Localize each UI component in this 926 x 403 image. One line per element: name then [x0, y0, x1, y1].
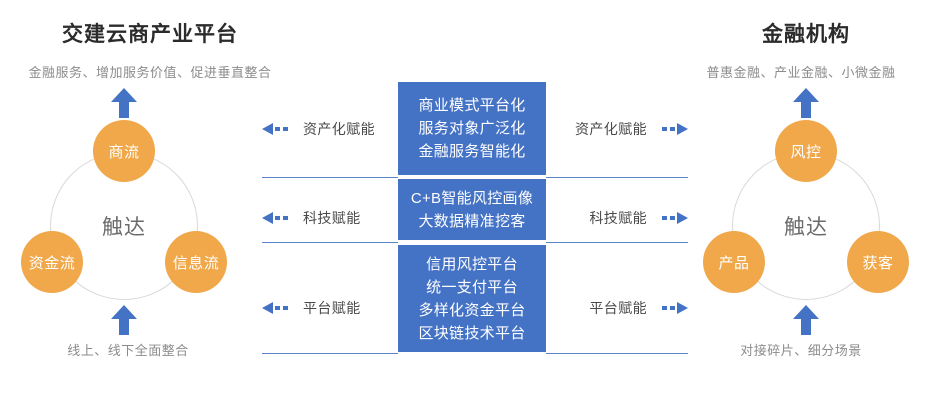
- right-column-subtitle: 普惠金融、产业金融、小微金融: [706, 65, 896, 80]
- dashed-arrow-right-icon: [656, 211, 688, 225]
- panel-line: 商业模式平台化: [418, 97, 526, 114]
- right-node-left[interactable]: 产品: [703, 231, 765, 293]
- right-label-text: 科技赋能: [589, 210, 647, 226]
- right-label-row-3[interactable]: 平台赋能: [556, 298, 688, 318]
- arrow-up-icon: [793, 88, 819, 118]
- left-column-title: 交建云商产业平台: [62, 23, 238, 46]
- panel-line: 服务对象广泛化: [418, 120, 526, 137]
- left-column-subtitle: 金融服务、增加服务价值、促进垂直整合: [28, 65, 272, 80]
- row-divider-left-2: [262, 242, 398, 243]
- right-circle-cluster: 触达 风控 产品 获客: [703, 120, 909, 326]
- right-circle-center-label: 触达: [784, 216, 828, 239]
- panel-line: 信用风控平台: [426, 255, 518, 273]
- dashed-arrow-left-icon: [262, 211, 294, 225]
- right-node-right[interactable]: 获客: [847, 231, 909, 293]
- left-label-row-2[interactable]: 科技赋能: [262, 208, 392, 228]
- left-label-text: 科技赋能: [303, 210, 361, 226]
- right-label-row-1[interactable]: 资产化赋能: [556, 119, 688, 139]
- arrow-up-icon: [111, 305, 137, 335]
- dashed-arrow-right-icon: [656, 301, 688, 315]
- panel-line: C+B智能风控画像: [410, 189, 534, 207]
- right-label-row-2[interactable]: 科技赋能: [556, 208, 688, 228]
- row-divider-left-1: [262, 177, 398, 178]
- center-panel-3[interactable]: 信用风控平台 统一支付平台 多样化资金平台 区块链技术平台: [398, 245, 546, 352]
- dashed-arrow-left-icon: [262, 122, 294, 136]
- center-panel-2[interactable]: C+B智能风控画像 大数据精准挖客: [398, 179, 546, 240]
- arrow-up-icon: [793, 305, 819, 335]
- right-label-text: 资产化赋能: [575, 121, 647, 137]
- left-label-row-3[interactable]: 平台赋能: [262, 298, 392, 318]
- dashed-arrow-left-icon: [262, 301, 294, 315]
- row-divider-right-3: [546, 353, 688, 354]
- dashed-arrow-right-icon: [656, 122, 688, 136]
- right-label-text: 平台赋能: [589, 300, 647, 316]
- panel-line: 大数据精准挖客: [418, 212, 526, 230]
- left-circle-center-label: 触达: [102, 216, 146, 239]
- row-divider-right-2: [546, 242, 688, 243]
- panel-line: 多样化资金平台: [418, 301, 526, 319]
- left-label-row-1[interactable]: 资产化赋能: [262, 119, 392, 139]
- right-column-title: 金融机构: [762, 23, 850, 46]
- right-node-top[interactable]: 风控: [775, 120, 837, 182]
- panel-line: 金融服务智能化: [418, 143, 526, 160]
- panel-line: 区块链技术平台: [418, 324, 526, 342]
- left-label-text: 平台赋能: [303, 300, 361, 316]
- arrow-up-icon: [111, 88, 137, 118]
- left-column-caption: 线上、线下全面整合: [67, 343, 189, 358]
- center-panel-1[interactable]: 商业模式平台化 服务对象广泛化 金融服务智能化: [398, 82, 546, 175]
- panel-line: 统一支付平台: [426, 278, 518, 296]
- left-node-right[interactable]: 信息流: [165, 231, 227, 293]
- left-label-text: 资产化赋能: [303, 121, 375, 137]
- row-divider-left-3: [262, 353, 398, 354]
- left-node-top[interactable]: 商流: [93, 120, 155, 182]
- left-node-left[interactable]: 资金流: [21, 231, 83, 293]
- right-column-caption: 对接碎片、细分场景: [740, 343, 862, 358]
- row-divider-right-1: [546, 177, 688, 178]
- left-circle-cluster: 触达 商流 资金流 信息流: [21, 120, 227, 326]
